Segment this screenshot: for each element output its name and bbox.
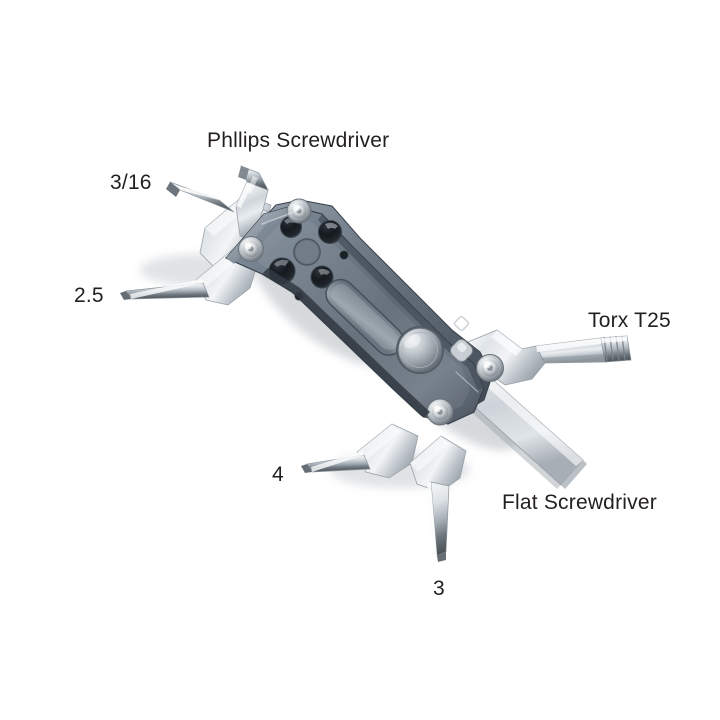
frame-highlights xyxy=(261,211,479,393)
pivot-button[interactable] xyxy=(396,326,444,374)
callout-label-flat-screwdriver: Flat Screwdriver xyxy=(502,491,657,514)
callout-label-hex-3: 3 xyxy=(433,577,445,600)
engraved-mark xyxy=(453,315,470,332)
tool-body-frame xyxy=(225,198,504,426)
callout-label-phillips-screwdriver: Phllips Screwdriver xyxy=(207,129,390,152)
torx-star-tip xyxy=(600,335,632,363)
callout-label-hex-3-16: 3/16 xyxy=(110,171,152,194)
head-rivet-top xyxy=(286,198,312,224)
callout-label-torx-t25: Torx T25 xyxy=(588,309,671,332)
indicator-pad xyxy=(450,339,473,362)
body-rivet-right xyxy=(476,354,504,382)
callout-label-hex-4: 4 xyxy=(272,463,284,486)
hex-key-4 xyxy=(301,423,419,479)
head-rivet-left xyxy=(238,236,264,262)
callout-label-hex-2-5: 2.5 xyxy=(74,284,104,307)
body-rivet-lower xyxy=(426,398,454,426)
hex-key-3 xyxy=(409,435,467,562)
